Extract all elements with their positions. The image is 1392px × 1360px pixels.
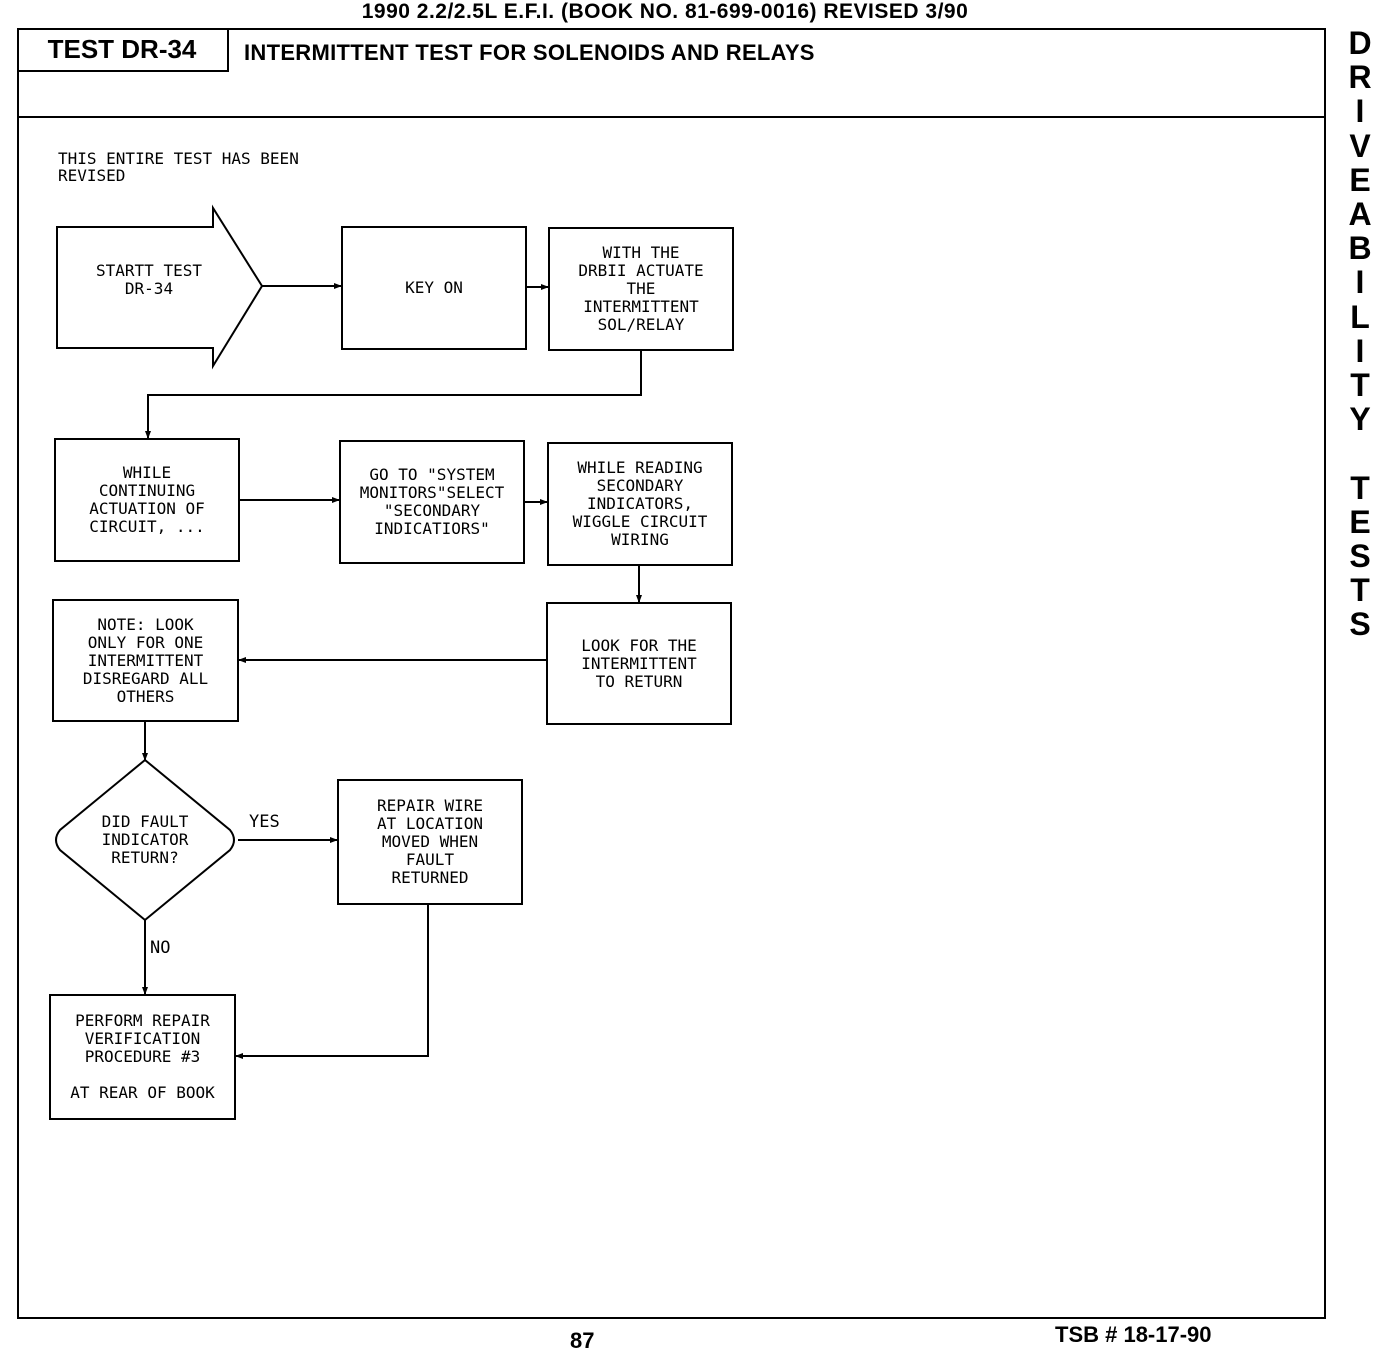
side-tab-letter: E [1349,161,1371,198]
start-arrow-shape [56,204,264,370]
box-repair: REPAIR WIRE AT LOCATION MOVED WHEN FAULT… [337,779,523,905]
box-goto-monitors: GO TO "SYSTEM MONITORS"SELECT "SECONDARY… [339,440,525,564]
revision-note: THIS ENTIRE TEST HAS BEEN REVISED [58,149,299,185]
side-tab-letter: T [1350,469,1370,506]
box-continuing: WHILE CONTINUING ACTUATION OF CIRCUIT, .… [54,438,240,562]
side-tab-letter: I [1355,93,1365,130]
page-frame [17,28,1326,1319]
yes-label: YES [249,812,280,832]
box-key-on: KEY ON [341,226,527,350]
box-wiggle: WHILE READING SECONDARY INDICATORS, WIGG… [547,442,733,566]
connector-actuate-continuing [145,350,642,439]
side-tab-letter: B [1348,230,1372,267]
side-tab-letter: Y [1349,401,1371,438]
side-tab-letter: D [1348,25,1372,61]
test-title: INTERMITTENT TEST FOR SOLENOIDS AND RELA… [244,40,815,65]
test-id: TEST DR-34 [17,28,229,72]
side-tab-letter: I [1355,332,1365,369]
page-number: 87 [570,1328,595,1353]
no-label: NO [150,938,171,958]
connector-repair-verify [235,904,429,1059]
title-divider [17,116,1326,118]
side-tab-letter: S [1349,538,1371,575]
side-tab-letter: S [1349,606,1371,643]
decision-label: DID FAULT INDICATOR RETURN? [101,812,189,867]
tsb-number: TSB # 18-17-90 [1055,1322,1212,1347]
side-tab-letter: V [1349,127,1371,164]
side-tab-letter: T [1350,367,1370,404]
box-verify: PERFORM REPAIR VERIFICATION PROCEDURE #3… [49,994,236,1120]
side-tab-letter: A [1348,196,1372,233]
box-look-for: LOOK FOR THE INTERMITTENT TO RETURN [546,602,732,725]
box-note: NOTE: LOOK ONLY FOR ONE INTERMITTENT DIS… [52,599,239,722]
side-tab-letter: T [1350,572,1370,609]
box-actuate: WITH THE DRBII ACTUATE THE INTERMITTENT … [548,227,734,351]
side-tab-letter: R [1348,59,1372,96]
document-header: 1990 2.2/2.5L E.F.I. (BOOK NO. 81-699-00… [361,0,969,23]
side-tab-letter: E [1349,503,1371,540]
start-label: STARTT TEST DR-34 [96,261,202,298]
side-tab-letter: I [1355,264,1365,301]
side-tab-letter: L [1350,298,1370,335]
